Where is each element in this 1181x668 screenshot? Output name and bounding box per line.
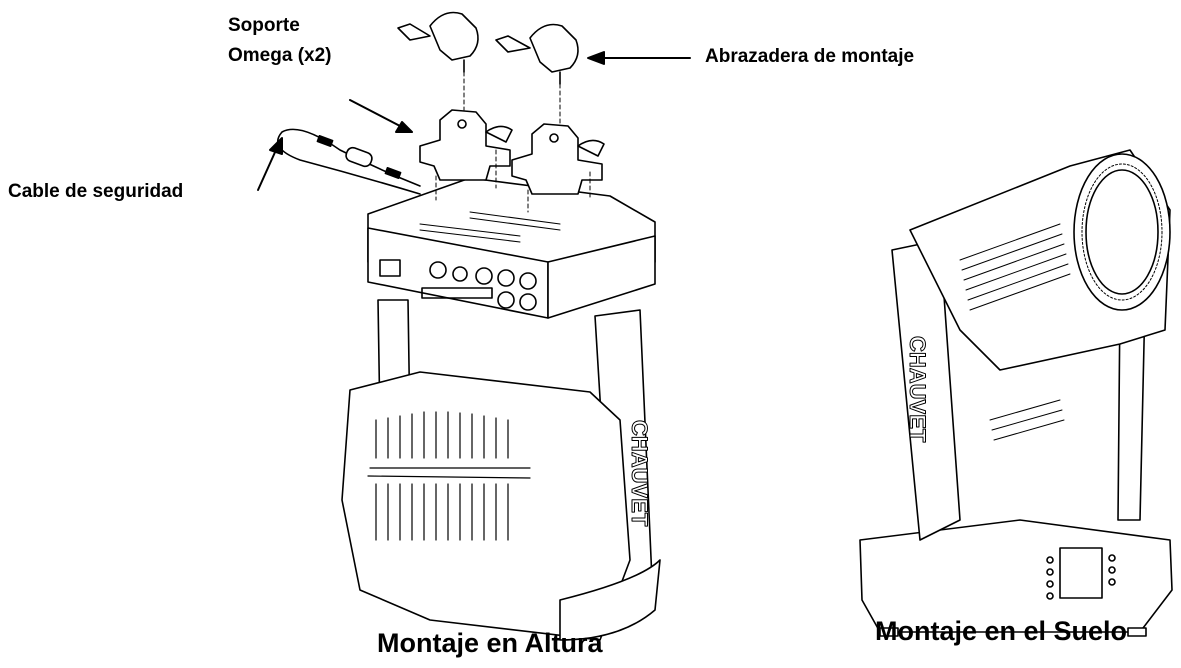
label-abrazadera: Abrazadera de montaje (705, 46, 915, 67)
label-soporte-line2: Omega (x2) (228, 45, 332, 66)
head-fins-standing (959, 223, 1071, 441)
brand-text-right: CHAUVET (905, 336, 930, 443)
omega-bracket-left (419, 109, 513, 181)
head-cooling-fins (367, 411, 531, 541)
control-buttons (1046, 554, 1116, 600)
fixture-base-side (547, 235, 656, 319)
base-vents (419, 211, 561, 243)
arrow-cable (257, 149, 277, 191)
label-soporte-line1: Soporte (228, 15, 300, 36)
floor-fixture: CHAUVET (859, 149, 1173, 637)
display-screen (1059, 547, 1103, 599)
lens (1085, 169, 1159, 295)
leader-arrows (257, 51, 691, 191)
omega-bracket-right (511, 123, 605, 195)
hanging-fixture: CHAUVET (341, 177, 661, 641)
rear-connectors (379, 259, 537, 311)
caption-montaje-altura: Montaje en Altura (377, 628, 603, 658)
arrow-soporte (349, 99, 401, 127)
head-bottom-dome (559, 559, 661, 641)
safety-cable (277, 128, 421, 195)
label-cable: Cable de seguridad (8, 181, 184, 202)
mounting-clamp-right (495, 23, 579, 85)
brand-text-left: CHAUVET (627, 420, 652, 527)
assembly-guides (435, 71, 591, 213)
mounting-clamp-left (397, 11, 479, 73)
caption-montaje-suelo: Montaje en el Suelo (875, 616, 1128, 646)
